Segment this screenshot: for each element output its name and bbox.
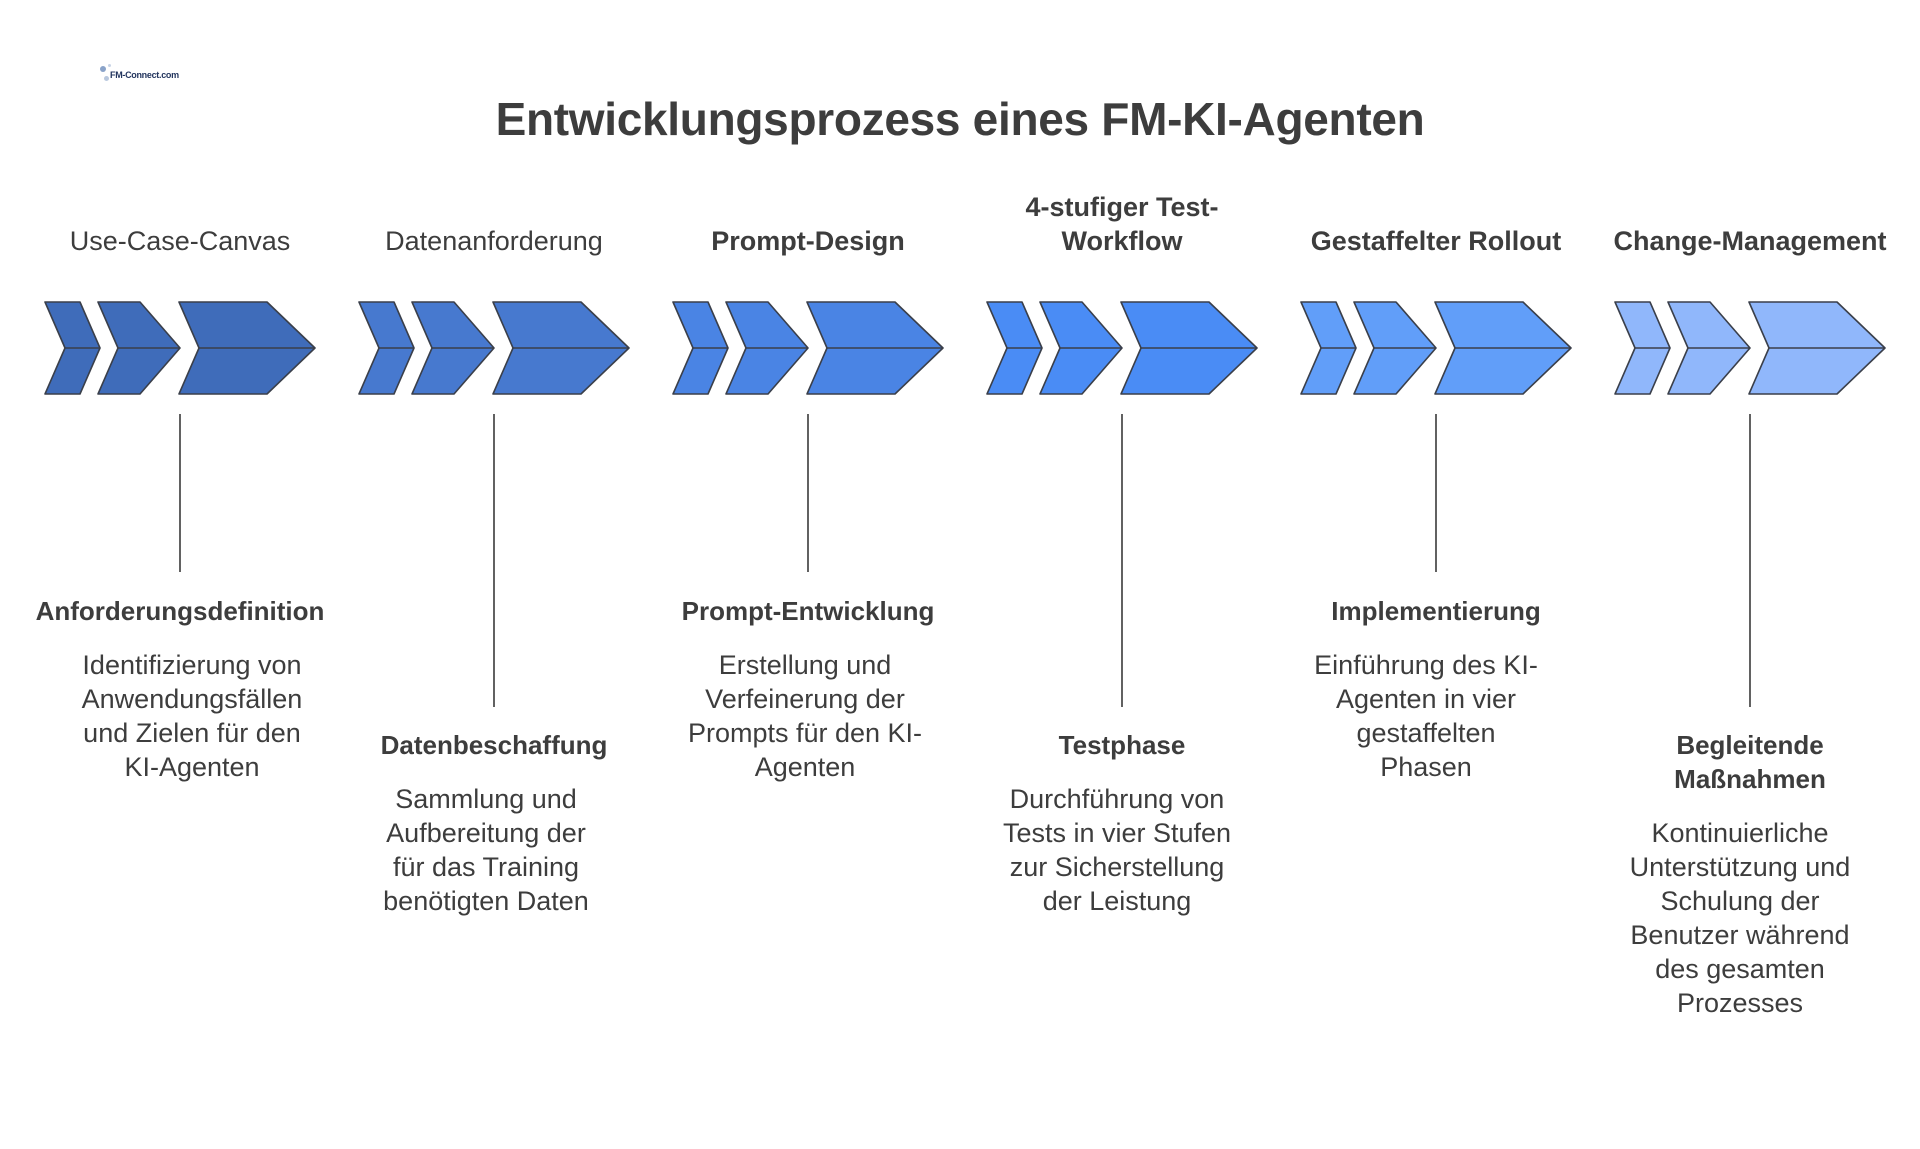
- logo: FM-Connect.com: [96, 64, 179, 88]
- stage-chevron-group: [672, 301, 944, 395]
- phase-label: Use-Case-Canvas: [69, 226, 291, 256]
- logo-text: FM-Connect.com: [110, 70, 179, 80]
- step-description: Durchführung von Tests in vier Stufen zu…: [1002, 784, 1232, 916]
- step-description: Kontinuierliche Unterstützung und Schulu…: [1629, 818, 1851, 1018]
- step-title: Anforderungsdefinition: [35, 596, 325, 626]
- diagram-title: Entwicklungsprozess eines FM-KI-Agenten: [495, 93, 1425, 145]
- step-description: Erstellung und Verfeinerung der Prompts …: [687, 650, 923, 782]
- step-title: Testphase: [1058, 730, 1186, 760]
- stage-chevron-group: [358, 301, 630, 395]
- phase-label: Datenanforderung: [385, 226, 603, 256]
- step-title: Datenbeschaffung: [380, 730, 608, 760]
- step-description: Sammlung und Aufbereitung der für das Tr…: [383, 784, 589, 916]
- phase-label: Prompt-Design: [711, 226, 905, 256]
- step-title: Prompt-Entwicklung: [681, 596, 935, 626]
- stage-chevron-group: [1300, 301, 1572, 395]
- phase-label: 4-stufiger Test-Workflow: [1025, 192, 1219, 256]
- stage-chevron-group: [1614, 301, 1886, 395]
- step-title: Implementierung: [1331, 596, 1541, 626]
- phase-label: Gestaffelter Rollout: [1310, 226, 1562, 256]
- step-description: Identifizierung von Anwendungsfällen und…: [81, 650, 303, 782]
- step-title: Begleitende Maßnahmen: [1674, 730, 1826, 794]
- stage-chevron-group: [986, 301, 1258, 395]
- stage-chevron-group: [44, 301, 316, 395]
- step-description: Einführung des KI-Agenten in vier gestaf…: [1314, 650, 1538, 782]
- phase-label: Change-Management: [1613, 226, 1887, 256]
